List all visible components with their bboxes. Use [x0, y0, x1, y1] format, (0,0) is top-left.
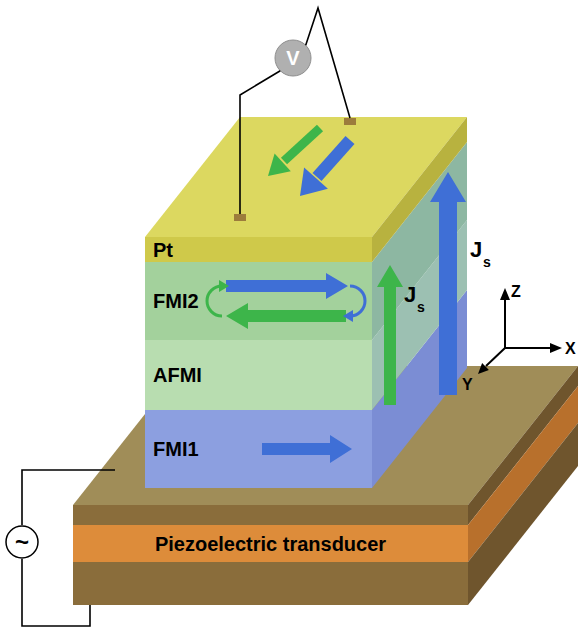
spin-current-symbol: J — [470, 237, 482, 262]
text-slot: Piezoelectric transducer — [73, 525, 468, 562]
text-slot: AFMI — [145, 340, 372, 410]
text-slot: ~ — [5, 525, 39, 559]
wire — [306, 8, 350, 118]
pt-layer: Pt — [145, 117, 467, 262]
precession-arc — [350, 286, 365, 316]
axis-head — [550, 343, 562, 353]
text-slot: Pt — [145, 237, 372, 262]
precession-arc-head — [219, 280, 229, 292]
layer-label: FMI1 — [153, 438, 199, 460]
piezo-side — [468, 386, 578, 562]
label-holder: J — [470, 238, 482, 262]
precession-arc-head — [343, 310, 353, 322]
meter-circle — [275, 40, 311, 76]
axis-head — [478, 363, 489, 374]
layer-label: Pt — [153, 239, 173, 261]
layer-side-face — [372, 220, 467, 410]
voltmeter-symbol: V — [274, 39, 312, 77]
layer-side-face — [372, 142, 467, 340]
magnetization-arrow — [262, 435, 352, 463]
source-circle — [6, 526, 38, 558]
shape-outline — [73, 366, 578, 605]
layer-side-face — [372, 290, 467, 488]
subscript: s — [417, 299, 425, 315]
spin-current-arrow — [430, 172, 466, 395]
spin-arrow-shaft — [284, 128, 320, 161]
label-holder: Z — [511, 283, 521, 301]
axis-line — [505, 347, 551, 349]
magnetization-arrow — [226, 273, 348, 299]
subscript: s — [483, 254, 491, 270]
spin-current-arrow — [377, 265, 403, 405]
axis-head — [500, 288, 510, 300]
layer-label: Piezoelectric transducer — [155, 533, 386, 555]
contact-pad — [234, 214, 246, 221]
electrode-side — [468, 366, 578, 525]
axis-line — [504, 299, 506, 348]
layer-label: AFMI — [153, 364, 202, 386]
label-holder: J — [404, 283, 416, 307]
layer-label: ~ — [15, 529, 29, 555]
wire — [22, 470, 115, 525]
contact-pad — [344, 118, 356, 125]
label-holder: s — [417, 298, 425, 316]
spin-arrow-shaft — [317, 140, 350, 177]
wire — [240, 71, 280, 214]
axis-label: Z — [511, 283, 521, 300]
label-holder: X — [565, 340, 576, 358]
axis-label: X — [565, 340, 576, 357]
label-holder: Y — [462, 376, 473, 394]
layer-top-face — [145, 117, 467, 237]
spin-current-symbol: J — [404, 282, 416, 307]
shape-outline — [145, 117, 467, 262]
wire — [22, 559, 90, 626]
piezo-transducer: Piezoelectric transducer — [73, 366, 578, 605]
text-slot: FMI2 — [145, 262, 372, 340]
text-slot: V — [274, 39, 312, 77]
electrode-band — [73, 562, 468, 605]
axis-line — [486, 348, 505, 366]
layer-front-face — [145, 262, 372, 340]
layer-front-face — [145, 340, 372, 410]
layer-front-face — [145, 237, 372, 262]
layer-front-face — [145, 410, 372, 488]
spin-arrow-head — [268, 154, 291, 176]
layer-label: FMI2 — [153, 290, 199, 312]
axis-label: Y — [462, 376, 473, 393]
layer-side-face — [372, 117, 467, 262]
electrode-side — [468, 423, 578, 605]
fmi1-layer: FMI1 — [145, 290, 467, 488]
magnetization-arrow — [226, 303, 346, 329]
piezo-band — [73, 525, 468, 562]
ac-source-symbol: ~ — [5, 525, 39, 559]
electrode-band — [73, 505, 468, 525]
base-top-face — [73, 366, 578, 505]
text-slot: FMI1 — [145, 410, 372, 488]
precession-arc — [207, 286, 222, 316]
layer-label: V — [286, 47, 299, 69]
spin-arrow-head — [300, 167, 328, 196]
afmi-layer: AFMI — [145, 220, 467, 410]
label-holder: s — [483, 253, 491, 271]
